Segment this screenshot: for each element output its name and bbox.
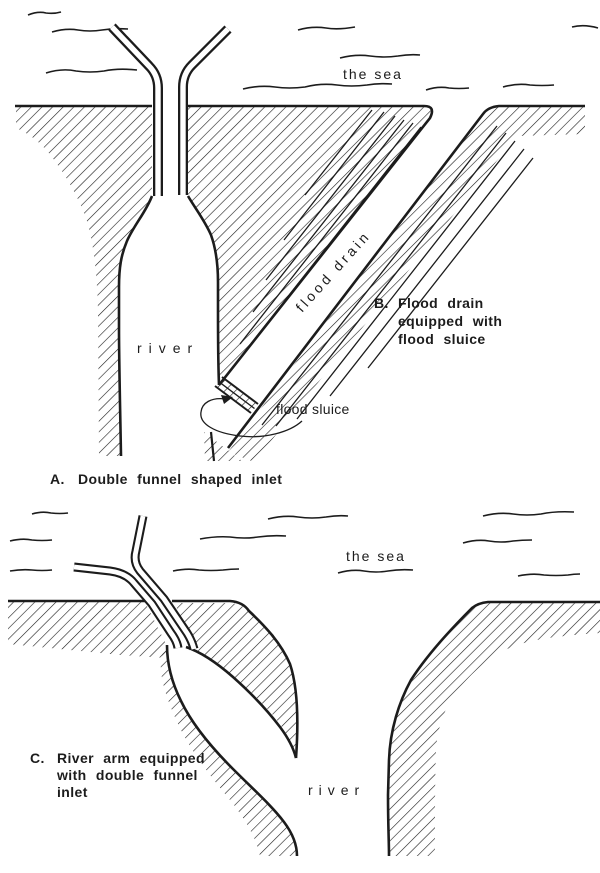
- sea-waves-bottom: [9, 510, 581, 577]
- panel-top-double-funnel-inlet: the sea river flood drain flood sluice B…: [15, 11, 599, 487]
- river-label-bottom: river: [308, 782, 365, 798]
- caption-a: A. Double funnel shaped inlet: [50, 471, 282, 487]
- caption-c-line3: inlet: [57, 784, 88, 800]
- drain-right-wall: [226, 104, 585, 449]
- caption-c-line1: River arm equipped: [57, 750, 205, 766]
- flood-sluice-label: flood sluice: [276, 401, 350, 417]
- sea-label-top: the sea: [343, 66, 403, 82]
- caption-b: B. Flood drain equipped with flood sluic…: [374, 295, 502, 347]
- river-mouth-left-bank: [172, 599, 299, 759]
- sea-label-bottom: the sea: [346, 548, 406, 564]
- flood-sluice-gate: [214, 376, 259, 414]
- river-right-bank: [386, 600, 600, 857]
- coastline-top: [15, 104, 585, 449]
- river-label-top: river: [137, 340, 199, 356]
- caption-b-line3: flood sluice: [398, 331, 486, 347]
- coastline-bottom: [8, 599, 600, 857]
- funnel-pipes-top: [108, 23, 232, 196]
- arrow-head: [221, 395, 233, 404]
- caption-c: C. River arm equipped with double funnel…: [30, 750, 205, 800]
- river-banks-top: [117, 195, 221, 462]
- caption-b-line1: Flood drain: [398, 295, 484, 311]
- drain-left-wall: [188, 104, 434, 386]
- caption-c-letter: C.: [30, 750, 45, 766]
- sea-waves-top: [27, 11, 599, 91]
- caption-c-line2: with double funnel: [56, 767, 198, 783]
- caption-a-text: Double funnel shaped inlet: [78, 471, 282, 487]
- caption-b-line2: equipped with: [398, 313, 502, 329]
- caption-a-letter: A.: [50, 471, 65, 487]
- funnel-pipes-bottom: [73, 515, 199, 651]
- river-arm-banks: [165, 644, 299, 857]
- land-hatching-bottom: [8, 602, 600, 856]
- sluice-pointer: [200, 395, 303, 438]
- caption-b-letter: B.: [374, 295, 389, 311]
- panel-bottom-river-arm: the sea river C. River arm equipped with…: [8, 510, 600, 857]
